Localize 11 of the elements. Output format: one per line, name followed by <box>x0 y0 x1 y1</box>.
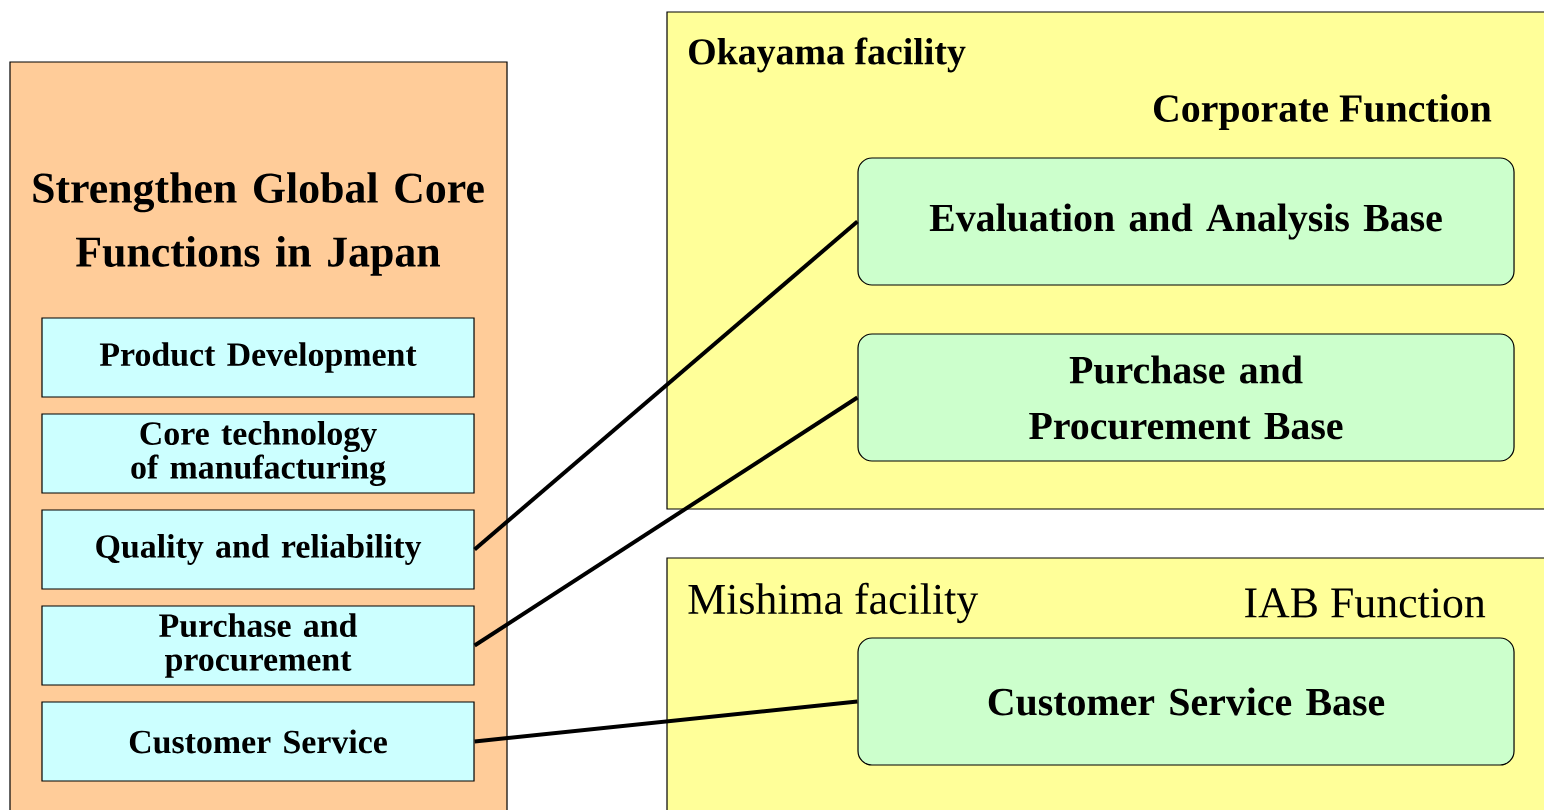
base-box: Purchase and Procurement Base <box>857 333 1515 462</box>
function-box: Customer Service <box>41 701 475 782</box>
function-box: Quality and reliability <box>41 509 475 590</box>
base-box: Evaluation and Analysis Base <box>857 157 1515 286</box>
function-box: Core technology of manufacturing <box>41 413 475 494</box>
function-box: Product Development <box>41 317 475 398</box>
connector-line <box>473 395 859 648</box>
base-box: Customer Service Base <box>857 637 1515 766</box>
connector-line <box>474 699 858 744</box>
connector-line <box>473 220 859 552</box>
function-box: Purchase and procurement <box>41 605 475 686</box>
